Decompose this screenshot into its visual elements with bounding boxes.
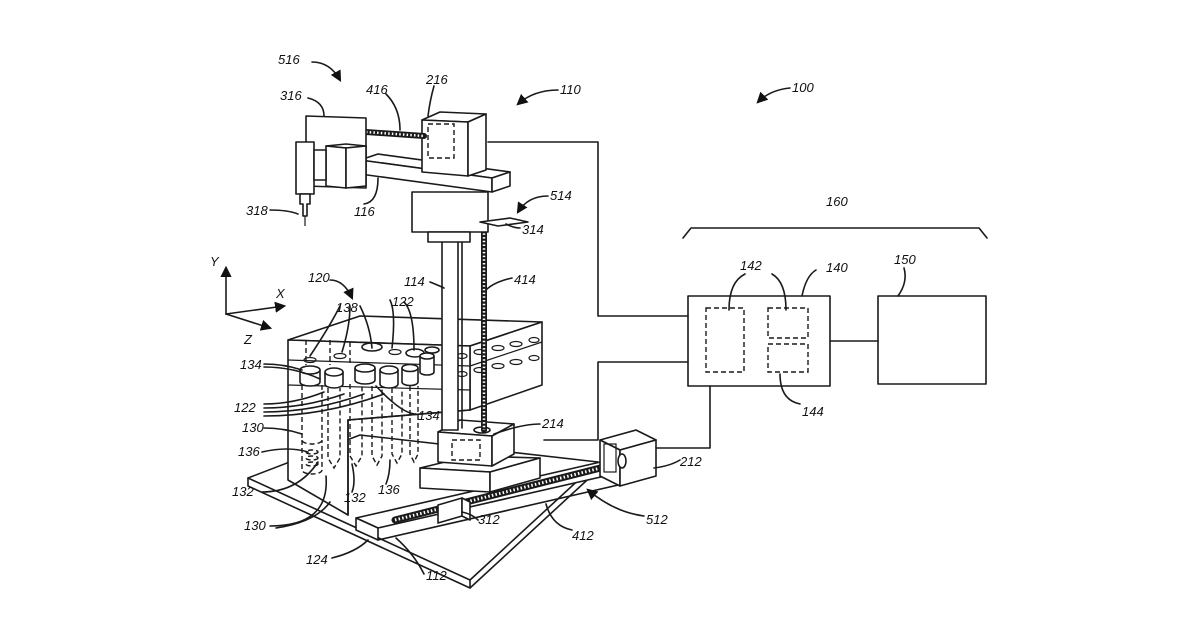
x-motor [600, 430, 656, 486]
label-216: 216 [425, 72, 448, 87]
label-160: 160 [826, 194, 848, 209]
label-512: 512 [646, 512, 668, 527]
label-516: 516 [278, 52, 300, 67]
wiring [488, 142, 878, 448]
label-132-mid: 132 [344, 490, 366, 505]
axis-label-y: Y [210, 254, 220, 269]
device-150 [878, 296, 986, 384]
label-130-upper: 130 [242, 420, 264, 435]
label-122-top: 122 [392, 294, 414, 309]
label-136-left: 136 [238, 444, 260, 459]
label-144: 144 [802, 404, 824, 419]
axis-label-x: X [275, 286, 286, 301]
label-214: 214 [541, 416, 564, 431]
label-100: 100 [792, 80, 814, 95]
label-314: 314 [522, 222, 544, 237]
label-112: 112 [426, 568, 447, 583]
label-150: 150 [894, 252, 916, 267]
label-318: 318 [246, 203, 268, 218]
label-136-mid: 136 [378, 482, 400, 497]
label-134-left: 134 [240, 357, 262, 372]
label-132-left: 132 [232, 484, 254, 499]
upper-carriage [360, 112, 528, 242]
label-134-right: 134 [418, 408, 440, 423]
label-412: 412 [572, 528, 594, 543]
axis-label-z: Z [243, 332, 253, 347]
label-124: 124 [306, 552, 328, 567]
label-312: 312 [478, 512, 500, 527]
label-120: 120 [308, 270, 330, 285]
label-142: 142 [740, 258, 762, 273]
label-116: 116 [354, 204, 375, 219]
label-414: 414 [514, 272, 536, 287]
label-130-lower: 130 [244, 518, 266, 533]
controller-140 [688, 296, 830, 386]
label-122-left: 122 [234, 400, 256, 415]
label-114: 114 [404, 274, 425, 289]
label-110: 110 [560, 82, 581, 97]
brace-160 [683, 228, 987, 238]
label-140: 140 [826, 260, 848, 275]
label-416: 416 [366, 82, 388, 97]
label-138: 138 [336, 300, 358, 315]
label-316: 316 [280, 88, 302, 103]
label-514: 514 [550, 188, 572, 203]
label-212: 212 [679, 454, 702, 469]
